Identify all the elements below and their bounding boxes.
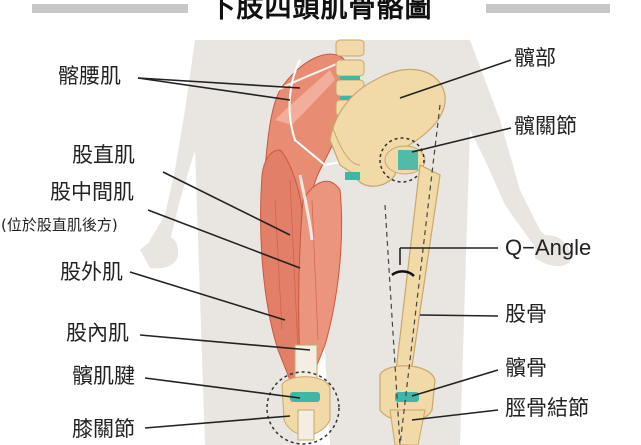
title-rule-left bbox=[32, 4, 188, 13]
label-knee-joint: 膝關節 bbox=[72, 417, 135, 441]
thigh-muscles bbox=[260, 53, 351, 386]
leader-lines bbox=[129, 59, 512, 429]
label-iliopsoas: 髂腰肌 bbox=[58, 64, 121, 88]
title-rule-right bbox=[486, 4, 610, 13]
label-rectus-femoris: 股直肌 bbox=[72, 143, 135, 167]
label-q-angle: Q−Angle bbox=[505, 235, 592, 260]
left-knee bbox=[266, 344, 340, 445]
diagram-title: 下肢四頭肌骨骼圖 bbox=[208, 0, 433, 24]
label-patella: 髕骨 bbox=[505, 356, 547, 380]
label-tibial-tuberosity: 脛骨結節 bbox=[505, 396, 589, 420]
label-vastus-intermedius: 股中間肌 bbox=[50, 180, 134, 204]
label-hip: 髖部 bbox=[514, 46, 556, 70]
spine-and-pelvis bbox=[329, 39, 446, 187]
label-femur: 股骨 bbox=[505, 302, 547, 326]
label-patellar-tendon: 髕肌腱 bbox=[72, 364, 135, 388]
title-bar: 下肢四頭肌骨骼圖 bbox=[0, 0, 641, 24]
label-hip-joint: 髖關節 bbox=[514, 114, 577, 138]
label-vastus-intermedius-note: (位於股直肌後方) bbox=[1, 216, 118, 234]
label-vastus-lateralis: 股外肌 bbox=[60, 260, 123, 284]
body-silhouette bbox=[140, 40, 571, 445]
label-vastus-medialis: 股內肌 bbox=[66, 321, 129, 345]
